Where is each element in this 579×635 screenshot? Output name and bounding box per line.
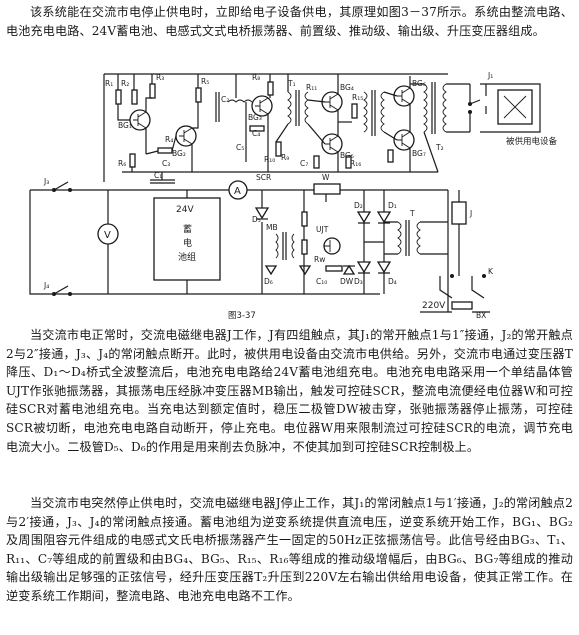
- battery-voltage-label: 24V: [176, 205, 194, 215]
- bridge-rectifier: [356, 190, 448, 294]
- label-v: V: [104, 230, 111, 241]
- intro-paragraph: 该系统能在交流市电停止供电时，立即给电子设备供电，其原理如图3－37所示。系统由…: [6, 5, 573, 38]
- label-r15: R₁₅: [352, 93, 363, 102]
- load-device-label: 被供用电设备: [506, 136, 558, 147]
- label-bg1: BG₁: [118, 121, 132, 130]
- label-bg3: BG₃: [248, 113, 262, 122]
- figure-caption: 图3-37: [228, 311, 256, 321]
- ammeter-icon: [228, 180, 248, 200]
- label-k: K: [488, 267, 494, 276]
- label-c1: C₁: [154, 171, 162, 180]
- charger-circuit: [254, 183, 356, 294]
- label-t: T: [409, 209, 415, 218]
- normal-operation-paragraph: 当交流市电正常时，交流电磁继电器J工作，J有四组触点，其J₁的常开触点1与1″接…: [6, 328, 573, 454]
- battery-label-2: 电: [183, 237, 192, 249]
- label-c7: C₇: [300, 159, 308, 168]
- label-bg2: BG₂: [172, 149, 186, 158]
- output-stage: [363, 76, 470, 173]
- oscillator-stage: [115, 74, 265, 184]
- preamp-stage: [251, 74, 309, 172]
- label-r6: R₆: [118, 159, 126, 168]
- label-bg5: BG₅: [340, 151, 354, 160]
- label-rw: Rw: [314, 255, 325, 264]
- label-bg6: BG₆: [412, 79, 426, 88]
- label-d3: D₃: [354, 277, 363, 286]
- label-r10: R₁₀: [264, 155, 275, 164]
- failure-operation-paragraph: 当交流市电突然停止供电时，交流电磁继电器J停止工作，其J₁的常闭触点1与1′接通…: [6, 496, 573, 603]
- relay-coil-j: [451, 201, 467, 225]
- label-r11: R₁₁: [306, 83, 317, 92]
- label-t1: T₁: [287, 79, 296, 88]
- label-r8: R₈: [252, 73, 260, 82]
- label-r3: R₃: [156, 73, 164, 82]
- battery-label-1: 蓄: [183, 223, 192, 235]
- label-d1: D₁: [388, 201, 397, 210]
- label-c5: C₅: [236, 143, 244, 152]
- label-r2: R₂: [121, 79, 129, 88]
- circuit-schematic: 被供用电设备 24V 蓄 电 池组 V A: [29, 71, 558, 321]
- load-device-box: [497, 89, 533, 125]
- label-bx: BX: [476, 311, 486, 320]
- label-c3: C₃: [162, 159, 170, 168]
- label-w: W: [322, 173, 330, 182]
- label-dw: DW: [340, 277, 354, 286]
- label-c2: C₂: [221, 95, 229, 104]
- mains-voltage-label: 220V: [422, 301, 446, 311]
- label-d4: D₄: [388, 277, 397, 286]
- label-j: J: [469, 209, 472, 218]
- label-mb: MB: [266, 223, 278, 232]
- label-r1: R₁: [105, 79, 113, 88]
- label-d2: D₂: [354, 201, 363, 210]
- label-r4: R₄: [165, 135, 173, 144]
- driver-stage: [307, 74, 358, 172]
- label-ujt: UJT: [316, 225, 329, 234]
- label-cc: C₁₀: [316, 277, 327, 286]
- label-d5: D₅: [252, 215, 261, 224]
- label-j4: J₄: [43, 281, 49, 290]
- label-r5: R₅: [201, 77, 209, 86]
- label-r9: R₉: [281, 153, 289, 162]
- relay-j1-contacts: [468, 83, 541, 133]
- label-bg7: BG₇: [412, 149, 426, 158]
- label-j1: J₁: [487, 71, 493, 80]
- label-c4: C₄: [252, 129, 260, 138]
- label-scr: SCR: [256, 173, 271, 182]
- label-t2: T₂: [435, 143, 444, 152]
- label-a: A: [234, 186, 241, 197]
- label-r16: R₁₆: [350, 159, 361, 168]
- label-j3: J₃: [43, 177, 49, 186]
- label-d6: D₆: [264, 277, 273, 286]
- battery-label-3: 池组: [178, 251, 196, 263]
- label-bg4: BG₄: [340, 83, 354, 92]
- component-labels: R₁ R₂ R₃ R₄ R₅ R₆ BG₁ BG₂ C₁ C₂ C₃ C₄ R₈…: [43, 71, 494, 320]
